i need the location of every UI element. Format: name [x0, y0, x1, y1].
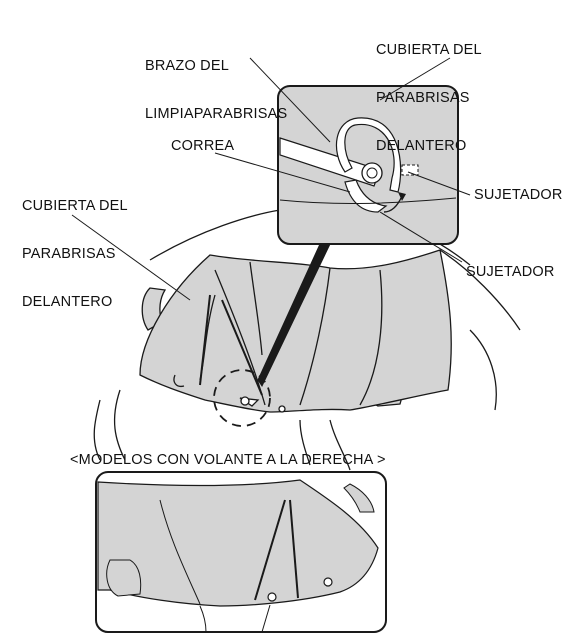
- detail-circle: [213, 369, 271, 427]
- leader-lines: [71, 57, 471, 301]
- cover-inset-label: CUBIERTA DEL PARABRISAS DELANTERO: [376, 10, 482, 170]
- wiper-arm-label-line-2: LIMPIAPARABRISAS: [145, 106, 288, 122]
- car-main-view: [93, 204, 521, 471]
- wiper-arm-label-line-1: BRAZO DEL: [145, 58, 229, 74]
- cover-left-label: CUBIERTA DEL PARABRISAS DELANTERO: [22, 166, 128, 326]
- inset-detail: [277, 85, 459, 245]
- cover-inset-label-line-3: DELANTERO: [376, 138, 467, 154]
- cover-inset-label-line-2: PARABRISAS: [376, 90, 470, 106]
- cover-left-label-line-2: PARABRISAS: [22, 246, 116, 262]
- fastener-label-1: SUJETADOR: [474, 187, 563, 203]
- rhd-caption: <MODELOS CON VOLANTE A LA DERECHA >: [70, 452, 386, 468]
- wiper-arm-label: BRAZO DEL LIMPIAPARABRISAS: [145, 26, 287, 138]
- rhd-inset: [95, 471, 387, 633]
- cover-inset-label-line-1: CUBIERTA DEL: [376, 42, 482, 58]
- cover-left-label-line-3: DELANTERO: [22, 294, 113, 310]
- fastener-label-2: SUJETADOR: [466, 264, 555, 280]
- strap-label: CORREA: [171, 138, 235, 154]
- front-cover: [139, 249, 452, 413]
- cover-left-label-line-1: CUBIERTA DEL: [22, 198, 128, 214]
